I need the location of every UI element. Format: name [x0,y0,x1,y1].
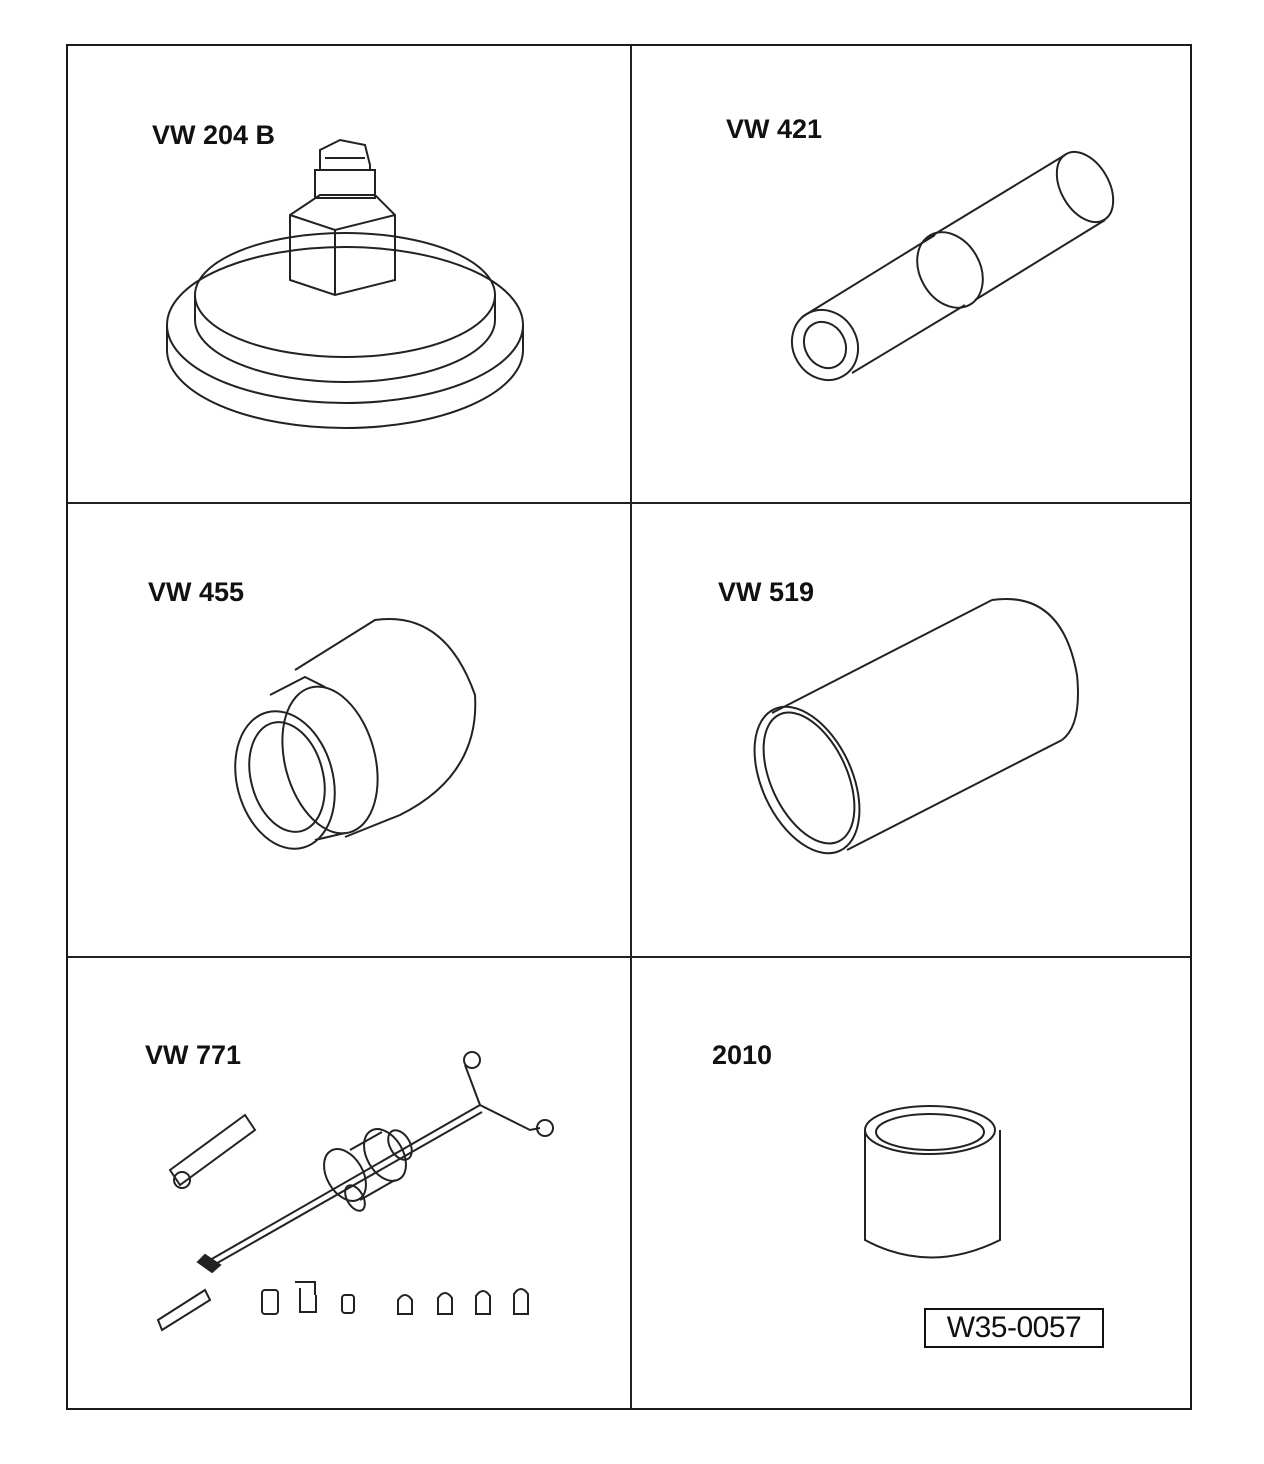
figure-reference-number: W35-0057 [924,1308,1104,1348]
tool-label-vw-204-b: VW 204 B [152,120,276,150]
tool-chart-frame [66,44,1192,1410]
short-sleeve-icon [860,1100,1010,1270]
row-divider-1 [68,502,1190,504]
drift-with-hex-nut-icon [160,130,540,420]
tool-label-vw-421: VW 421 [726,114,823,144]
stepped-sleeve-icon [225,615,495,855]
tool-label-2010: 2010 [712,1040,773,1070]
column-divider [630,46,632,1408]
slide-hammer-set-icon [150,1050,570,1340]
tool-label-vw-455: VW 455 [148,577,245,607]
tool-label-vw-519: VW 519 [718,577,815,607]
stepped-tube-icon [780,145,1120,395]
row-divider-2 [68,956,1190,958]
tool-label-vw-771: VW 771 [145,1040,242,1070]
tube-sleeve-icon [752,595,1092,865]
